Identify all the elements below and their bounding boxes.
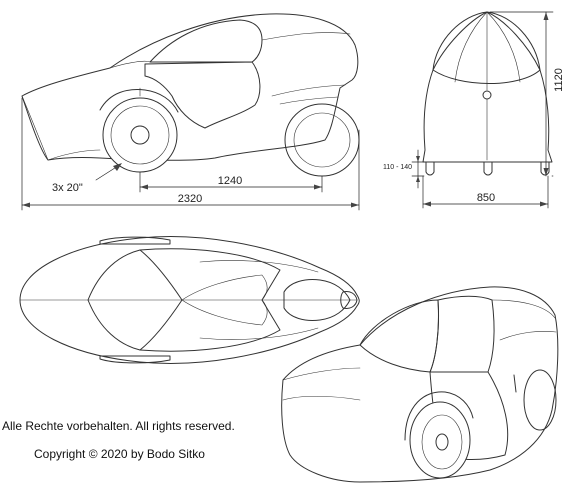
top-view xyxy=(19,236,360,364)
wheelbase-arrow-left xyxy=(140,184,148,190)
side-wheel-arch xyxy=(99,89,179,113)
side-rear-wheel xyxy=(284,103,360,177)
top-wheel-lower xyxy=(99,355,171,364)
front-body-outline xyxy=(422,11,553,163)
front-canopy xyxy=(432,11,541,84)
perspective-view xyxy=(281,286,559,483)
side-roof-line xyxy=(261,32,351,41)
clearance-arrow-bottom xyxy=(416,176,420,182)
side-window xyxy=(149,19,263,63)
side-rear-accent xyxy=(271,84,346,97)
front-left-wheel xyxy=(425,161,435,176)
side-front-wheel-hub xyxy=(130,125,150,145)
persp-front-wheel-hub xyxy=(435,433,449,451)
persp-roof-line xyxy=(491,299,556,319)
length-arrow-right xyxy=(351,202,359,208)
persp-side-window xyxy=(429,295,495,373)
side-front-wheel xyxy=(102,97,178,173)
front-canopy-rib-right xyxy=(486,11,521,83)
height-arrow-top xyxy=(543,12,549,20)
top-body-outline xyxy=(19,236,360,364)
height-arrow-bottom xyxy=(543,168,549,176)
width-arrow-left xyxy=(423,201,431,207)
front-view: 1120 110 - 140 850 xyxy=(383,11,565,209)
length-label: 2320 xyxy=(178,193,202,205)
wheel-leader-line xyxy=(95,165,119,181)
persp-lower-accent xyxy=(282,395,361,401)
front-right-wheel xyxy=(540,161,550,176)
top-tail-light xyxy=(340,291,358,309)
persp-door-handle xyxy=(513,374,517,393)
side-rear-wheel-rim xyxy=(293,112,351,168)
height-label: 1120 xyxy=(553,68,565,92)
top-door-line-upper xyxy=(181,274,268,301)
copyright-notice: Copyright © 2020 by Bodo Sitko xyxy=(34,447,205,461)
side-view: 3x 20" 1240 2320 xyxy=(21,13,360,211)
top-door-line-lower xyxy=(181,299,268,326)
wheel-leader-arrowhead xyxy=(113,163,122,171)
clearance-label: 110 - 140 xyxy=(383,164,412,171)
side-windshield-line xyxy=(109,60,151,69)
persp-wheel-arch xyxy=(404,391,474,441)
persp-body-outline xyxy=(281,286,559,483)
top-tail-fairing xyxy=(283,279,351,321)
front-center-wheel xyxy=(483,161,493,176)
top-rear-accent-lower xyxy=(199,327,319,340)
persp-side-accent xyxy=(499,330,557,341)
clearance-arrow-top xyxy=(416,156,420,162)
persp-front-wheel-rim xyxy=(421,414,463,470)
side-rear-accent-2 xyxy=(279,96,339,105)
top-rear-accent-upper xyxy=(199,260,319,273)
persp-windshield xyxy=(359,299,439,373)
width-label: 850 xyxy=(477,192,495,204)
rights-notice: Alle Rechte vorbehalten. All rights rese… xyxy=(2,419,235,433)
side-front-wheel-rim xyxy=(110,105,170,165)
wheel-spec-label: 3x 20" xyxy=(52,182,83,194)
front-canopy-rib-left xyxy=(454,11,488,83)
top-wheel-upper xyxy=(99,236,171,245)
persp-nose-line xyxy=(282,367,361,381)
side-body-outline xyxy=(21,13,359,161)
side-skirt-line xyxy=(47,149,101,161)
wheelbase-arrow-right xyxy=(314,184,322,190)
side-door xyxy=(144,61,261,129)
length-arrow-left xyxy=(22,202,30,208)
side-nose-line xyxy=(21,95,49,161)
width-arrow-right xyxy=(540,201,548,207)
front-headlight xyxy=(482,90,492,100)
wheelbase-label: 1240 xyxy=(218,175,242,187)
persp-front-wheel xyxy=(409,401,471,479)
persp-rear-wheel xyxy=(523,369,557,431)
